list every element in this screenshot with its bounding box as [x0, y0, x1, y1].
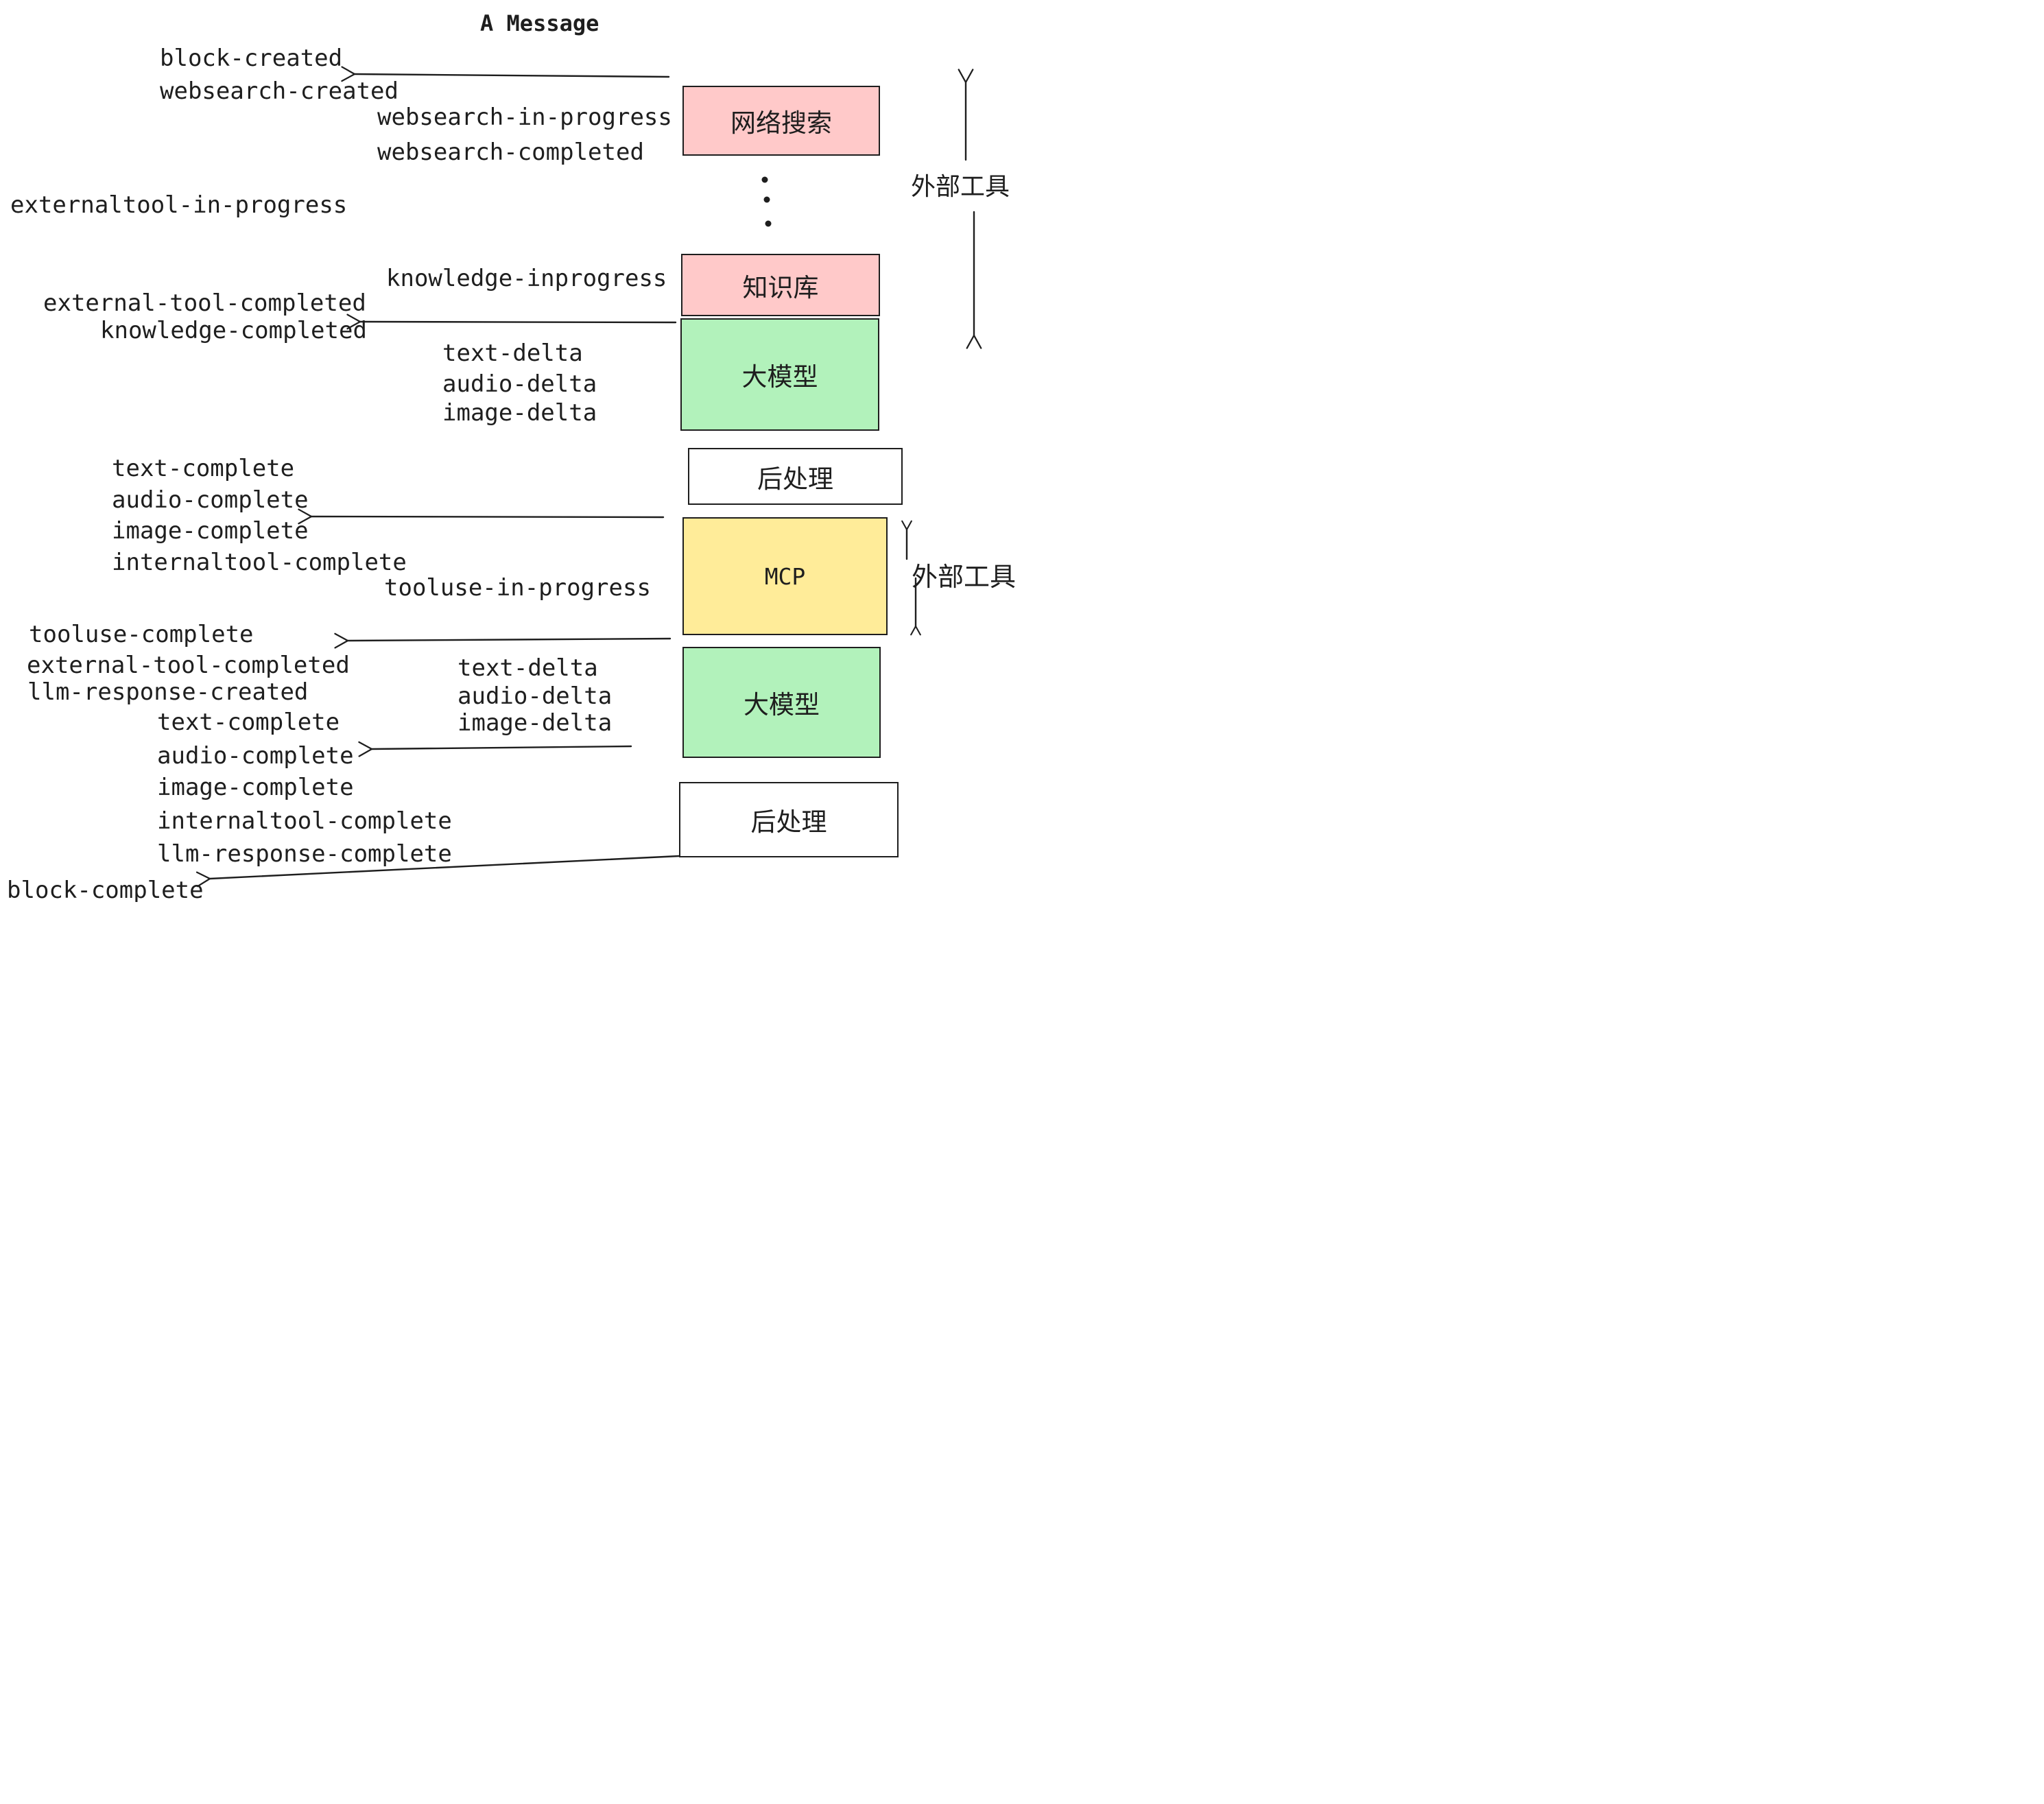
event-label-external-tool-completed: external-tool-completed [43, 289, 366, 317]
event-label-tooluse-complete: tooluse-complete [29, 621, 254, 648]
box-llm-1-label: 大模型 [741, 363, 818, 391]
box-websearch: 网络搜索 [682, 86, 880, 156]
event-label-external-tool-completed-2: external-tool-completed [27, 652, 350, 679]
event-label-text-delta-2: text-delta [457, 654, 598, 682]
event-label-audio-complete-1: audio-complete [112, 486, 309, 514]
event-label-audio-complete-2: audio-complete [157, 742, 354, 770]
event-label-text-complete-1: text-complete [112, 455, 295, 482]
event-label-internaltool-complete-1: internaltool-complete [112, 549, 407, 576]
box-post-1-label: 后处理 [757, 464, 833, 493]
box-websearch-label: 网络搜索 [730, 109, 832, 137]
event-label-image-delta-2: image-delta [457, 709, 613, 737]
event-label-tooluse-in-progress: tooluse-in-progress [384, 574, 651, 602]
event-label-block-created: block-created [160, 45, 343, 72]
side-label-external-tools-1: 外部工具 [911, 172, 1010, 200]
event-label-websearch-created: websearch-created [160, 78, 399, 105]
event-label-llm-response-created: llm-response-created [27, 678, 309, 706]
ellipsis-dots-icon [761, 176, 772, 227]
event-label-text-complete-2: text-complete [157, 709, 340, 736]
side-label-external-tools-2: 外部工具 [912, 563, 1017, 592]
event-label-image-complete-1: image-complete [112, 517, 309, 545]
event-label-image-delta-1: image-delta [442, 399, 597, 427]
arrow-block-created [341, 66, 670, 82]
event-label-websearch-completed: websearch-completed [377, 139, 644, 166]
box-post-2: 后处理 [679, 782, 899, 857]
box-llm-2-label: 大模型 [744, 691, 820, 719]
diagram-canvas: A Message block-created websearch-create… [0, 0, 1022, 902]
event-label-block-complete: block-complete [7, 877, 204, 902]
box-mcp-label: MCP [764, 562, 806, 590]
event-label-text-delta-1: text-delta [442, 340, 583, 367]
box-post-1: 后处理 [688, 448, 903, 505]
event-label-llm-response-complete: llm-response-complete [157, 840, 452, 868]
box-mcp: MCP [682, 517, 888, 635]
event-label-internaltool-complete-2: internaltool-complete [157, 807, 452, 835]
box-llm-1: 大模型 [680, 318, 879, 431]
event-label-knowledge-completed: knowledge-completed [100, 317, 367, 344]
arrow-tooluse-complete [334, 632, 672, 649]
arrow-audio-complete [358, 741, 632, 757]
diagram-title: A Message [480, 10, 599, 36]
event-label-externaltool-in-progress: externaltool-in-progress [10, 191, 348, 219]
event-label-audio-delta-1: audio-delta [442, 370, 597, 398]
box-knowledge: 知识库 [681, 254, 880, 316]
event-label-audio-delta-2: audio-delta [457, 683, 613, 710]
event-label-image-complete-2: image-complete [157, 774, 354, 801]
event-label-knowledge-inprogress: knowledge-inprogress [386, 265, 667, 292]
event-label-websearch-in-progress: websearch-in-progress [377, 104, 672, 131]
box-llm-2: 大模型 [682, 647, 881, 758]
box-knowledge-label: 知识库 [742, 273, 819, 302]
box-post-2-label: 后处理 [750, 808, 827, 836]
